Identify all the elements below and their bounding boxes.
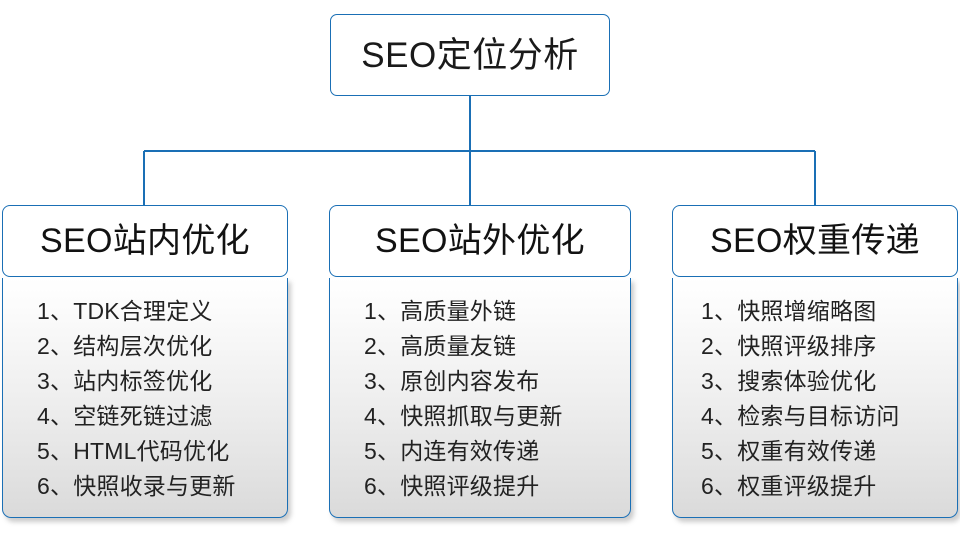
branch-header-2: SEO站外优化 — [329, 205, 631, 277]
branch-column-1: SEO站内优化 1、TDK合理定义 2、结构层次优化 3、站内标签优化 4、空链… — [2, 205, 288, 518]
branch-title-1: SEO站内优化 — [40, 222, 250, 260]
list-item: 1、TDK合理定义 — [37, 298, 213, 324]
list-item: 3、站内标签优化 — [37, 368, 213, 394]
list-item: 6、快照评级提升 — [364, 473, 540, 499]
branch-item-list-1: 1、TDK合理定义 2、结构层次优化 3、站内标签优化 4、空链死链过滤 5、H… — [3, 294, 287, 504]
branch-header-1: SEO站内优化 — [2, 205, 288, 277]
list-item: 4、检索与目标访问 — [701, 403, 900, 429]
list-item: 3、搜索体验优化 — [701, 368, 877, 394]
branch-panel-1: 1、TDK合理定义 2、结构层次优化 3、站内标签优化 4、空链死链过滤 5、H… — [2, 278, 288, 518]
list-item: 6、快照收录与更新 — [37, 473, 236, 499]
list-item: 2、高质量友链 — [364, 333, 517, 359]
branch-column-3: SEO权重传递 1、快照增缩略图 2、快照评级排序 3、搜索体验优化 4、检索与… — [672, 205, 958, 518]
branch-title-3: SEO权重传递 — [710, 222, 920, 260]
branch-item-list-3: 1、快照增缩略图 2、快照评级排序 3、搜索体验优化 4、检索与目标访问 5、权… — [673, 294, 957, 504]
list-item: 6、权重评级提升 — [701, 473, 877, 499]
root-node: SEO定位分析 — [330, 14, 610, 96]
list-item: 3、原创内容发布 — [364, 368, 540, 394]
list-item: 1、快照增缩略图 — [701, 298, 877, 324]
branch-item-list-2: 1、高质量外链 2、高质量友链 3、原创内容发布 4、快照抓取与更新 5、内连有… — [330, 294, 630, 504]
list-item: 2、快照评级排序 — [701, 333, 877, 359]
list-item: 4、空链死链过滤 — [37, 403, 213, 429]
branch-panel-2: 1、高质量外链 2、高质量友链 3、原创内容发布 4、快照抓取与更新 5、内连有… — [329, 278, 631, 518]
branch-header-3: SEO权重传递 — [672, 205, 958, 277]
list-item: 5、HTML代码优化 — [37, 438, 230, 464]
branch-panel-3: 1、快照增缩略图 2、快照评级排序 3、搜索体验优化 4、检索与目标访问 5、权… — [672, 278, 958, 518]
branch-title-2: SEO站外优化 — [375, 222, 585, 260]
list-item: 4、快照抓取与更新 — [364, 403, 563, 429]
list-item: 5、内连有效传递 — [364, 438, 540, 464]
root-node-label: SEO定位分析 — [361, 35, 579, 75]
list-item: 1、高质量外链 — [364, 298, 517, 324]
list-item: 5、权重有效传递 — [701, 438, 877, 464]
branch-column-2: SEO站外优化 1、高质量外链 2、高质量友链 3、原创内容发布 4、快照抓取与… — [329, 205, 631, 518]
list-item: 2、结构层次优化 — [37, 333, 213, 359]
